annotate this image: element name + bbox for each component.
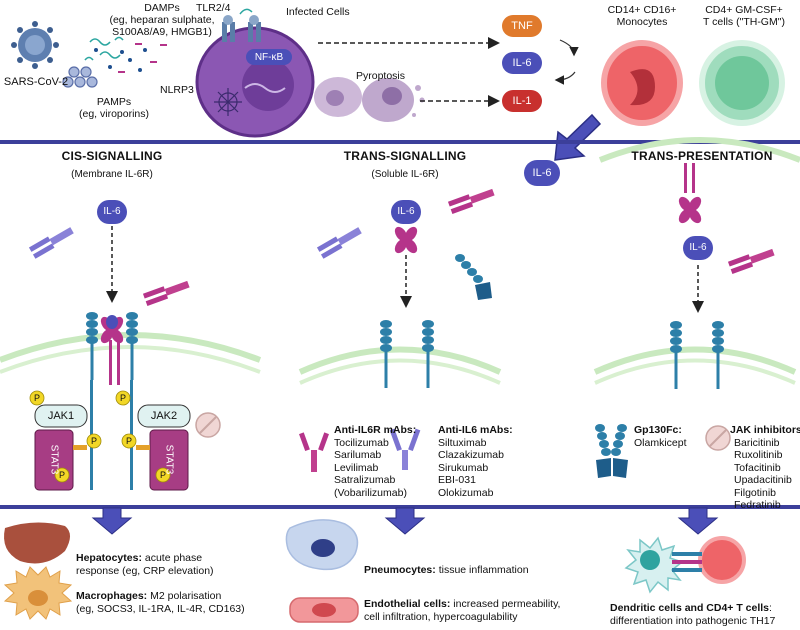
dc-rest: :: [769, 602, 772, 614]
p-label-5: P: [58, 470, 65, 480]
il6-presentation-badge: IL-6: [683, 236, 713, 260]
top-divider: [0, 140, 800, 144]
hep-rest: acute phase: [141, 552, 203, 564]
drug-siltuximab: Siltuximab: [438, 436, 487, 449]
p-label-2: P: [119, 393, 126, 403]
virus-label: SARS-CoV-2: [3, 76, 69, 88]
infected-cells-label: Infected Cells: [286, 6, 350, 18]
nlrp3-label: NLRP3: [160, 84, 194, 96]
trans-signalling-subtitle: (Soluble IL-6R): [371, 169, 439, 180]
p-label-1: P: [33, 393, 40, 403]
cis-signalling-subtitle: (Membrane IL-6R): [71, 169, 153, 180]
pamps-line-2: (eg, viroporins): [78, 108, 150, 120]
anti-il6-title: Anti-IL6 mAbs:: [438, 424, 513, 436]
drug-tofacitinib: Tofacitinib: [734, 461, 781, 474]
drug-tocilizumab: Tocilizumab: [334, 436, 389, 449]
il6-release-arrow: [554, 113, 602, 161]
nfkb-label: NF-κB: [254, 52, 284, 63]
t-cell-small-icon: [698, 536, 746, 584]
gp130fc-list: Gp130Fc: Olamkicept: [634, 424, 704, 449]
anti-il6-list: Anti-IL6 mAbs: Siltuximab Clazakizumab S…: [438, 424, 528, 499]
tlr-label: TLR2/4: [196, 2, 231, 14]
p-label-6: P: [159, 470, 166, 480]
il6-trans-badge: IL-6: [391, 200, 421, 224]
drug-baricitinib: Baricitinib: [734, 436, 780, 449]
monocytes-line-1: CD14+ CD16+: [607, 4, 677, 16]
damps-line-1: DAMPs: [144, 2, 180, 14]
endo-bold: Endothelial cells:: [364, 598, 451, 610]
jak-inhibitors-title: JAK inhibitors:: [730, 424, 800, 436]
cis-signalling-title: CIS-SIGNALLING: [61, 149, 163, 163]
tcells-line-2: T cells ("TH-GM"): [703, 16, 785, 28]
drug-levilimab: Levilimab: [334, 461, 379, 474]
endothelial-outcome: Endothelial cells: increased permeabilit…: [364, 598, 594, 624]
endo-rest: increased permeability,: [450, 598, 561, 610]
dc-bold: Dendritic cells and CD4+ T cells: [610, 602, 770, 614]
tnf-badge: TNF: [502, 15, 542, 37]
gp130fc-title: Gp130Fc:: [634, 424, 682, 436]
drug-sirukumab: Sirukumab: [438, 461, 489, 474]
drug-fedratinib: Fedratinib: [734, 499, 781, 511]
jak1-label: JAK1: [47, 410, 75, 422]
il6-badge-top: IL-6: [502, 52, 542, 74]
pamps-label: PAMPs (eg, viroporins): [64, 96, 164, 120]
monocytes-label: CD14+ CD16+ Monocytes: [592, 4, 692, 28]
drug-ruxolitinib: Ruxolitinib: [734, 449, 783, 461]
il6-cis-badge: IL-6: [97, 200, 127, 224]
drug-satralizumab: Satralizumab: [334, 474, 396, 486]
jak-inhibitor-list: JAK inhibitors: Baricitinib Ruxolitinib …: [730, 424, 800, 512]
p-label-3: P: [90, 436, 97, 446]
jak2-box: [137, 404, 191, 428]
mac-line2: (eg, SOCS3, IL-1RA, IL-4R, CD163): [76, 603, 245, 615]
damps-label: DAMPs (eg, heparan sulphate, S100A8/A9, …: [96, 2, 228, 38]
trans-signalling-title: TRANS-SIGNALLING: [343, 149, 467, 163]
dendritic-outcome: Dendritic cells and CD4+ T cells: differ…: [610, 602, 800, 628]
tcells-line-1: CD4+ GM-CSF+: [705, 4, 783, 16]
macrophages-outcome: Macrophages: M2 polarisation (eg, SOCS3,…: [76, 590, 296, 616]
pneu-bold: Pneumocytes:: [364, 564, 436, 576]
hep-line2: response (eg, CRP elevation): [76, 565, 214, 577]
hepatocytes-outcome: Hepatocytes: acute phase response (eg, C…: [76, 552, 276, 578]
il6-released-badge: IL-6: [524, 160, 560, 186]
damps-line-3: S100A8/A9, HMGB1): [112, 26, 212, 38]
drug-sarilumab: Sarilumab: [334, 449, 382, 461]
hep-bold: Hepatocytes:: [76, 552, 142, 564]
drug-upadacitinib: Upadacitinib: [734, 474, 792, 486]
damps-line-2: (eg, heparan sulphate,: [109, 14, 215, 26]
mac-rest: M2 polarisation: [147, 590, 222, 602]
bottom-divider: [0, 505, 800, 509]
trans-presentation-title: TRANS-PRESENTATION: [631, 149, 773, 163]
endo-line2: cell infiltration, hypercoagulability: [364, 611, 518, 623]
liver-icon: [4, 522, 70, 564]
drug-filgotinib: Filgotinib: [734, 486, 777, 499]
drug-clazakizumab: Clazakizumab: [438, 449, 504, 461]
drug-olokizumab: Olokizumab: [438, 486, 494, 499]
jak2-label: JAK2: [150, 410, 178, 422]
p-label-4: P: [125, 436, 132, 446]
drug-vobarilizumab: (Vobarilizumab): [334, 486, 407, 499]
dc-line2: differentiation into pathogenic TH17: [610, 615, 776, 627]
pyroptosis-label: Pyroptosis: [356, 70, 406, 82]
jak1-box: [34, 404, 88, 428]
mac-bold: Macrophages:: [76, 590, 148, 602]
monocytes-line-2: Monocytes: [616, 16, 668, 28]
drug-olamkicept: Olamkicept: [634, 436, 687, 449]
pneu-rest: tissue inflammation: [435, 564, 529, 576]
anti-il6r-title: Anti-IL6R mAbs:: [334, 424, 417, 436]
drug-ebi031: EBI-031: [438, 474, 476, 486]
pneumocytes-outcome: Pneumocytes: tissue inflammation: [364, 564, 584, 577]
tcells-label: CD4+ GM-CSF+ T cells ("TH-GM"): [692, 4, 796, 28]
il1-badge: IL-1: [502, 90, 542, 112]
pamps-line-1: PAMPs: [96, 96, 132, 108]
anti-il6r-list: Anti-IL6R mAbs: Tocilizumab Sarilumab Le…: [334, 424, 424, 499]
